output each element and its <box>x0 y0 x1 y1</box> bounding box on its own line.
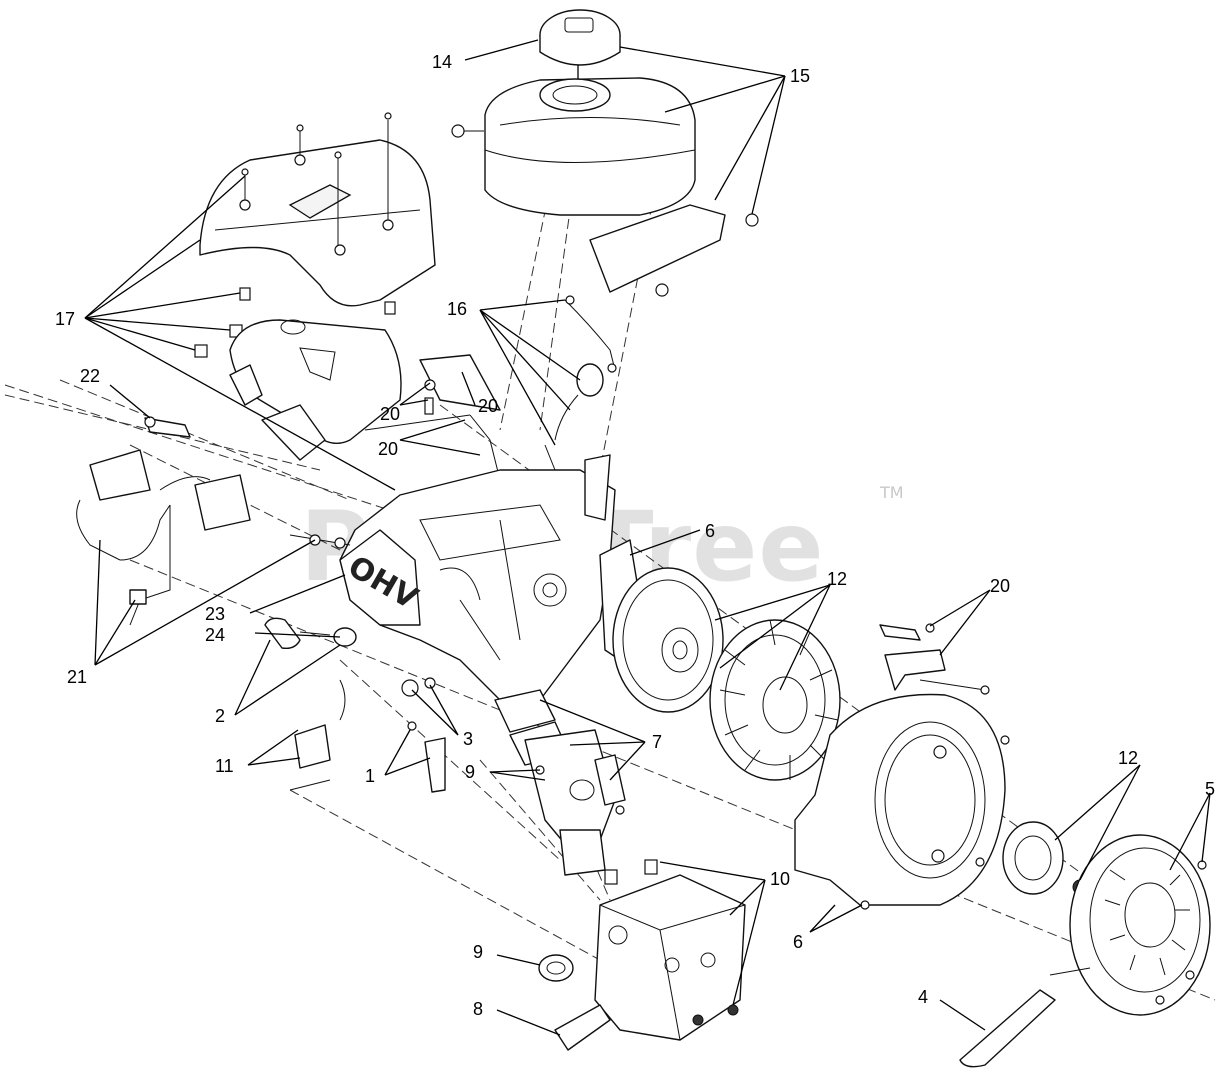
fuel-line-filter <box>544 295 617 471</box>
valve-cover <box>194 112 436 461</box>
callout-15: 15 <box>790 66 810 86</box>
blower-housing <box>794 693 1010 910</box>
callout-11: 11 <box>215 756 234 776</box>
callout-20a: 20 <box>380 404 400 424</box>
fuel-tank <box>451 77 759 297</box>
callout-3: 3 <box>463 729 473 749</box>
callout-23: 23 <box>205 604 225 624</box>
engine-block: OHV <box>289 454 616 701</box>
callout-21: 21 <box>67 667 87 687</box>
callout-6b: 6 <box>793 932 803 952</box>
leader-lines <box>84 39 1211 1036</box>
cooling-fan <box>709 619 841 781</box>
starter-cup <box>1002 821 1088 895</box>
callout-1: 1 <box>365 766 375 786</box>
ignition-coil <box>76 449 251 626</box>
throttle-linkage <box>364 354 501 481</box>
governor-bracket <box>879 623 990 695</box>
callout-6a: 6 <box>705 521 715 541</box>
callout-9b: 9 <box>473 942 483 962</box>
carburetor <box>494 689 626 876</box>
watermark-trademark: TM <box>879 483 904 502</box>
callout-labels: 14 15 17 16 22 20 20 20 6 12 20 23 24 21… <box>55 52 1215 1019</box>
callout-7: 7 <box>652 732 662 752</box>
recoil-starter <box>1049 834 1211 1016</box>
drain-bolt <box>401 677 436 697</box>
callout-14: 14 <box>432 52 452 72</box>
oil-fill-cap <box>264 617 357 650</box>
exhaust-deflector <box>554 1004 611 1051</box>
callout-10: 10 <box>770 869 790 889</box>
breather-hose <box>407 721 446 793</box>
spark-plug <box>144 416 191 438</box>
fuel-cap <box>539 9 621 95</box>
callout-12b: 12 <box>1118 748 1138 768</box>
callout-24: 24 <box>205 625 225 645</box>
callout-2: 2 <box>215 706 225 726</box>
choke-switch <box>289 679 346 791</box>
callout-8: 8 <box>473 999 483 1019</box>
callout-16: 16 <box>447 299 467 319</box>
muffler <box>594 859 746 1041</box>
callout-22: 22 <box>80 366 100 386</box>
callout-5: 5 <box>1205 779 1215 799</box>
starter-handle <box>959 989 1056 1068</box>
spark-arrestor <box>538 954 574 982</box>
callout-12a: 12 <box>827 569 847 589</box>
callout-4: 4 <box>918 987 928 1007</box>
callout-20b: 20 <box>478 396 498 416</box>
callout-17: 17 <box>55 309 75 329</box>
callout-20c: 20 <box>378 439 398 459</box>
callout-20d: 20 <box>990 576 1010 596</box>
callout-9a: 9 <box>465 762 475 782</box>
flywheel <box>612 567 724 713</box>
